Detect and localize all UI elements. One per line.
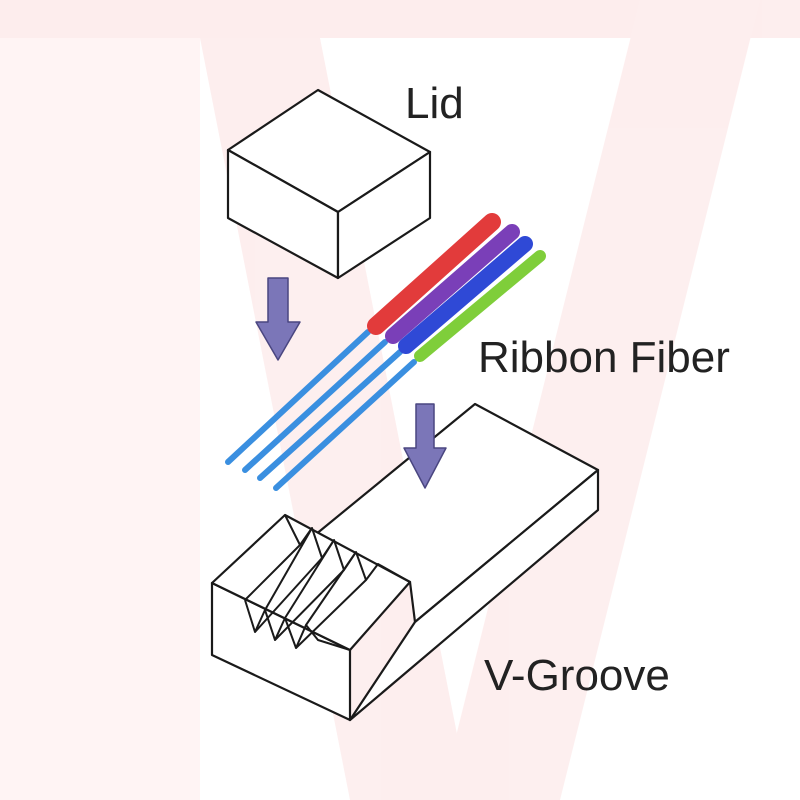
label-lid: Lid <box>405 79 464 128</box>
groove-line-2 <box>274 569 345 641</box>
bare-fibers <box>225 329 417 491</box>
groove-line-4 <box>244 544 301 601</box>
groove-line-6 <box>284 539 335 619</box>
bare-fiber-1 <box>225 329 371 465</box>
fiber-green <box>414 250 546 362</box>
lid-side-face <box>336 150 432 280</box>
label-ribbon-fiber: Ribbon Fiber <box>478 333 730 382</box>
v-groove-channels <box>244 514 411 651</box>
watermark-bar-left <box>0 38 200 800</box>
down-arrow-icon <box>255 277 301 361</box>
bare-fiber-3 <box>257 349 403 481</box>
watermark-stroke-b <box>440 0 760 800</box>
vgroove-right-face <box>348 468 600 722</box>
down-arrow-icon <box>403 403 447 489</box>
groove-line-3 <box>295 579 367 649</box>
fiber-blue <box>398 236 533 354</box>
lid-block <box>226 88 432 280</box>
arrow-fiber-shape <box>403 403 447 489</box>
arrow-lid-shape <box>255 277 301 361</box>
groove-line-1 <box>254 557 323 633</box>
bare-fiber-2 <box>242 339 388 473</box>
fiber-purple <box>385 224 520 344</box>
groove-line-7 <box>305 551 357 626</box>
fiber-jackets <box>367 213 546 362</box>
fiber-red <box>367 213 501 335</box>
groove-line-5 <box>264 527 313 611</box>
label-v-groove: V-Groove <box>484 651 670 700</box>
bare-fiber-4 <box>273 359 417 491</box>
